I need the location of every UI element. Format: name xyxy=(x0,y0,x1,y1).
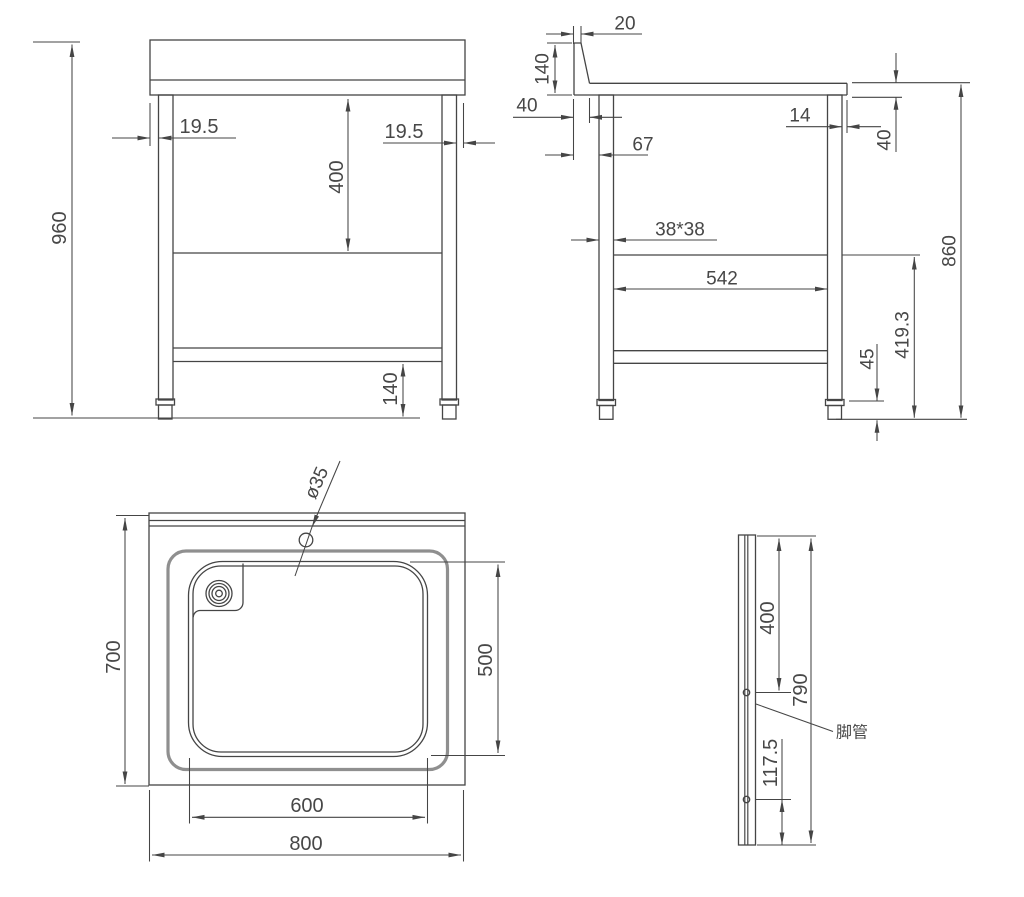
dim-top-overall-depth: 700 xyxy=(103,514,149,787)
dim-label-front-overall-height: 960 xyxy=(49,211,71,244)
side-splashback-outline xyxy=(573,42,591,95)
front-worktop xyxy=(149,39,466,96)
dim-leg-top-to-upper-hole: 400 xyxy=(757,538,782,691)
front-left-foot-cup xyxy=(157,404,173,420)
dim-label-splashback-top-width: 20 xyxy=(614,14,635,35)
top-worktop-outline xyxy=(148,512,466,786)
dim-shelf-clear-span: 542 xyxy=(613,269,828,292)
dim-front-overall-height: 960 xyxy=(33,41,420,419)
dim-label-overall-depth: 700 xyxy=(103,640,125,673)
dim-label-tube-length: 790 xyxy=(790,673,812,706)
dim-bowl-depth: 500 xyxy=(410,561,505,757)
top-view: ø35 700 500 600 800 xyxy=(103,460,505,862)
dim-rear-leg-to-edge: 14 xyxy=(786,100,881,133)
front-view: 960 19.5 19.5 400 140 xyxy=(33,39,495,420)
front-right-leg xyxy=(439,94,460,420)
dim-label-shelf-clear-span: 542 xyxy=(706,269,738,290)
sink-rim xyxy=(166,549,450,772)
dim-label-front-leg-setback: 67 xyxy=(632,135,653,156)
dim-label-foot-height: 45 xyxy=(858,348,879,369)
callout-leg-tube: 脚管 xyxy=(755,703,868,742)
drain-well-outline xyxy=(192,563,244,618)
front-left-leg-tube xyxy=(157,94,174,401)
front-under-shelf xyxy=(173,347,442,363)
dim-label-worktop-thickness: 40 xyxy=(875,129,896,150)
leg-tube-outline xyxy=(737,534,757,846)
dim-splashback-top-width: 20 xyxy=(546,14,642,44)
side-splashback xyxy=(573,42,591,95)
callout-faucet-hole: ø35 xyxy=(294,460,341,577)
leg-lower-hole xyxy=(742,795,751,804)
dim-label-shelf-to-floor: 140 xyxy=(380,372,402,405)
faucet-hole xyxy=(298,532,314,548)
side-under-shelf xyxy=(613,350,828,364)
drain xyxy=(192,563,244,618)
dim-label-shelf-to-floor-side: 419.3 xyxy=(893,311,914,359)
dim-label-top-to-upper-hole: 400 xyxy=(757,601,779,634)
front-worktop-outline xyxy=(149,39,466,96)
dim-label-faucet-hole: ø35 xyxy=(301,464,334,502)
side-worktop xyxy=(574,82,848,96)
dim-label-lower-hole-to-bottom: 117.5 xyxy=(760,739,782,788)
dim-label-worktop-to-shelf: 400 xyxy=(326,160,348,193)
sink-bowl xyxy=(187,560,429,758)
dim-splashback-height: 140 xyxy=(533,42,572,96)
dim-front-shelf-to-floor: 140 xyxy=(380,364,406,417)
dim-worktop-thickness: 40 xyxy=(852,53,970,152)
dim-label-bowl-width: 600 xyxy=(290,795,323,817)
dim-splashback-base-depth: 40 xyxy=(513,96,622,160)
side-rear-leg xyxy=(824,94,845,420)
front-left-leg xyxy=(155,94,176,420)
dim-label-leg-tube-section: 38*38 xyxy=(655,220,705,241)
dim-label-leg-inset-right: 19.5 xyxy=(385,121,424,143)
dim-foot-height: 45 xyxy=(849,344,884,441)
leg-callout-leader xyxy=(755,703,834,732)
front-right-foot-cup xyxy=(441,404,457,420)
leg-upper-hole xyxy=(742,688,751,697)
dim-top-overall-width: 800 xyxy=(148,790,465,862)
dim-shelf-to-floor-side: 419.3 xyxy=(842,254,920,418)
front-right-leg-tube xyxy=(441,94,458,401)
dim-label-overall-width: 800 xyxy=(289,833,322,855)
leg-callout-label: 脚管 xyxy=(836,724,868,742)
dim-front-leg-inset-left: 19.5 xyxy=(112,103,236,146)
side-front-leg xyxy=(596,94,617,420)
dim-label-bowl-depth: 500 xyxy=(475,643,497,676)
dim-side-overall-height: 860 xyxy=(836,84,967,420)
side-view: 20 140 40 67 14 xyxy=(513,14,970,441)
dim-label-side-overall-height: 860 xyxy=(940,235,961,267)
dim-leg-tube-section: 38*38 xyxy=(571,220,717,243)
dim-lower-hole-to-bottom: 117.5 xyxy=(760,739,785,845)
dim-bowl-width: 600 xyxy=(188,758,429,824)
dim-leg-tube-length: 790 xyxy=(790,538,814,843)
dim-label-leg-inset-left: 19.5 xyxy=(180,116,219,138)
dim-front-worktop-to-shelf: 400 xyxy=(326,99,351,251)
dim-label-splashback-base-depth: 40 xyxy=(516,96,537,117)
leg-detail-view: 400 790 117.5 脚管 xyxy=(737,534,868,846)
dim-front-leg-setback: 67 xyxy=(545,135,654,158)
dim-label-rear-leg-to-edge: 14 xyxy=(789,106,811,127)
dim-front-leg-inset-right: 19.5 xyxy=(383,103,495,148)
dim-label-splashback-height: 140 xyxy=(533,53,554,85)
